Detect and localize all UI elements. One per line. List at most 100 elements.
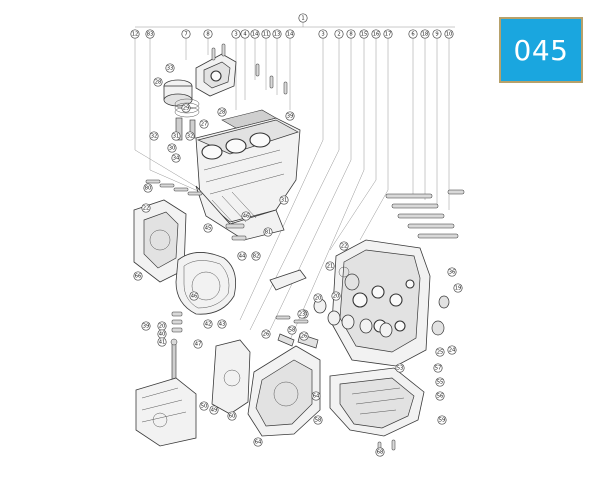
callout-part: 41 [157,337,167,347]
callout-part: 34 [171,153,181,163]
callout-number: 64 [255,439,262,445]
callout-circle [157,337,167,347]
callout-circle [231,29,241,39]
callout-part: 32 [149,131,159,141]
callout-circle [279,195,289,205]
callout-number: 68 [377,449,384,455]
callout-number: 82 [253,253,260,259]
callout-circle [241,211,251,221]
callout-number: 49 [211,407,218,413]
callout-header: 11 [261,29,271,39]
callout-part: 20 [331,291,341,301]
small-fasteners [170,223,247,381]
callout-part: 20 [157,321,167,331]
callout-circle [189,291,199,301]
callout-circle [334,29,344,39]
callout-circle [251,251,261,261]
callout-circle [181,103,191,113]
starter-assembly [135,377,197,447]
callout-part: 43 [217,319,227,329]
oil-pan [329,367,425,453]
callout-part: 23 [297,309,307,319]
callout-part: 64 [253,437,263,447]
callout-part: 28 [217,107,227,117]
callout-circle [217,319,227,329]
page-number-badge: 045 [499,17,583,83]
callout-circle [359,29,369,39]
callout-circle [141,321,151,331]
bolt-set-right [385,189,465,239]
callout-circle [193,339,203,349]
callout-circle [203,29,213,39]
callout-circle [311,391,321,401]
callout-number: 19 [455,285,462,291]
callout-number: 42 [205,321,212,327]
callout-circle [171,153,181,163]
callout-number: 15 [361,31,368,37]
callout-number: 57 [435,365,442,371]
crankcase-cover-gasket [175,252,237,315]
callout-circle [435,347,445,357]
callout-circle [203,319,213,329]
callout-number: 55 [437,379,444,385]
callout-header: 8 [346,29,356,39]
callout-top: 1 [298,13,308,23]
callout-number: 53 [397,365,404,371]
callout-number: 40 [159,331,166,337]
callout-header: 17 [383,29,393,39]
callout-circle [217,107,227,117]
callout-number: 31 [173,133,180,139]
callout-circle [165,63,175,73]
callout-part: 31 [171,131,181,141]
callout-header: 14 [285,29,295,39]
callout-part: 29 [181,103,191,113]
callout-part: 82 [251,251,261,261]
callout-number: 7 [184,31,187,37]
callout-number: 8 [349,31,352,37]
callout-circle [285,111,295,121]
callout-circle [432,29,442,39]
crank-bearings [313,266,450,338]
callout-circle [435,377,445,387]
callout-number: 9 [435,31,438,37]
callout-part: 64 [311,391,321,401]
callout-part: 19 [453,283,463,293]
callout-number: 14 [287,31,294,37]
callout-number: 32 [151,133,158,139]
callout-circle [447,267,457,277]
callout-number: 27 [201,121,208,127]
callout-part: 44 [237,251,247,261]
callout-circle [433,363,443,373]
callout-number: 39 [143,323,150,329]
callout-number: 25 [437,349,444,355]
callout-part: 39 [141,321,151,331]
callout-part: 36 [447,267,457,277]
callout-number: 81 [265,229,272,235]
callout-circle [287,325,297,335]
lower-crankcase [331,239,431,367]
callout-circle [299,331,309,341]
callout-part: 47 [193,339,203,349]
callout-circle [209,405,219,415]
callout-number: 43 [219,321,226,327]
callout-number: 10 [446,31,453,37]
callout-circle [253,437,263,447]
callout-number: 80 [145,185,152,191]
generator-cover [247,345,321,437]
callout-circle [298,13,308,23]
callout-circle [167,143,177,153]
callout-circle [203,223,213,233]
callout-number: 24 [449,347,456,353]
callout-number: 32 [187,133,194,139]
callout-circle [447,345,457,355]
callout-part: 22 [339,241,349,251]
piston-assembly [163,79,200,141]
callout-circle [313,415,323,425]
callout-circle [318,29,328,39]
callout-circle [199,401,209,411]
callout-circle [346,29,356,39]
callout-number: 41 [159,339,166,345]
callout-part: 66 [133,271,143,281]
